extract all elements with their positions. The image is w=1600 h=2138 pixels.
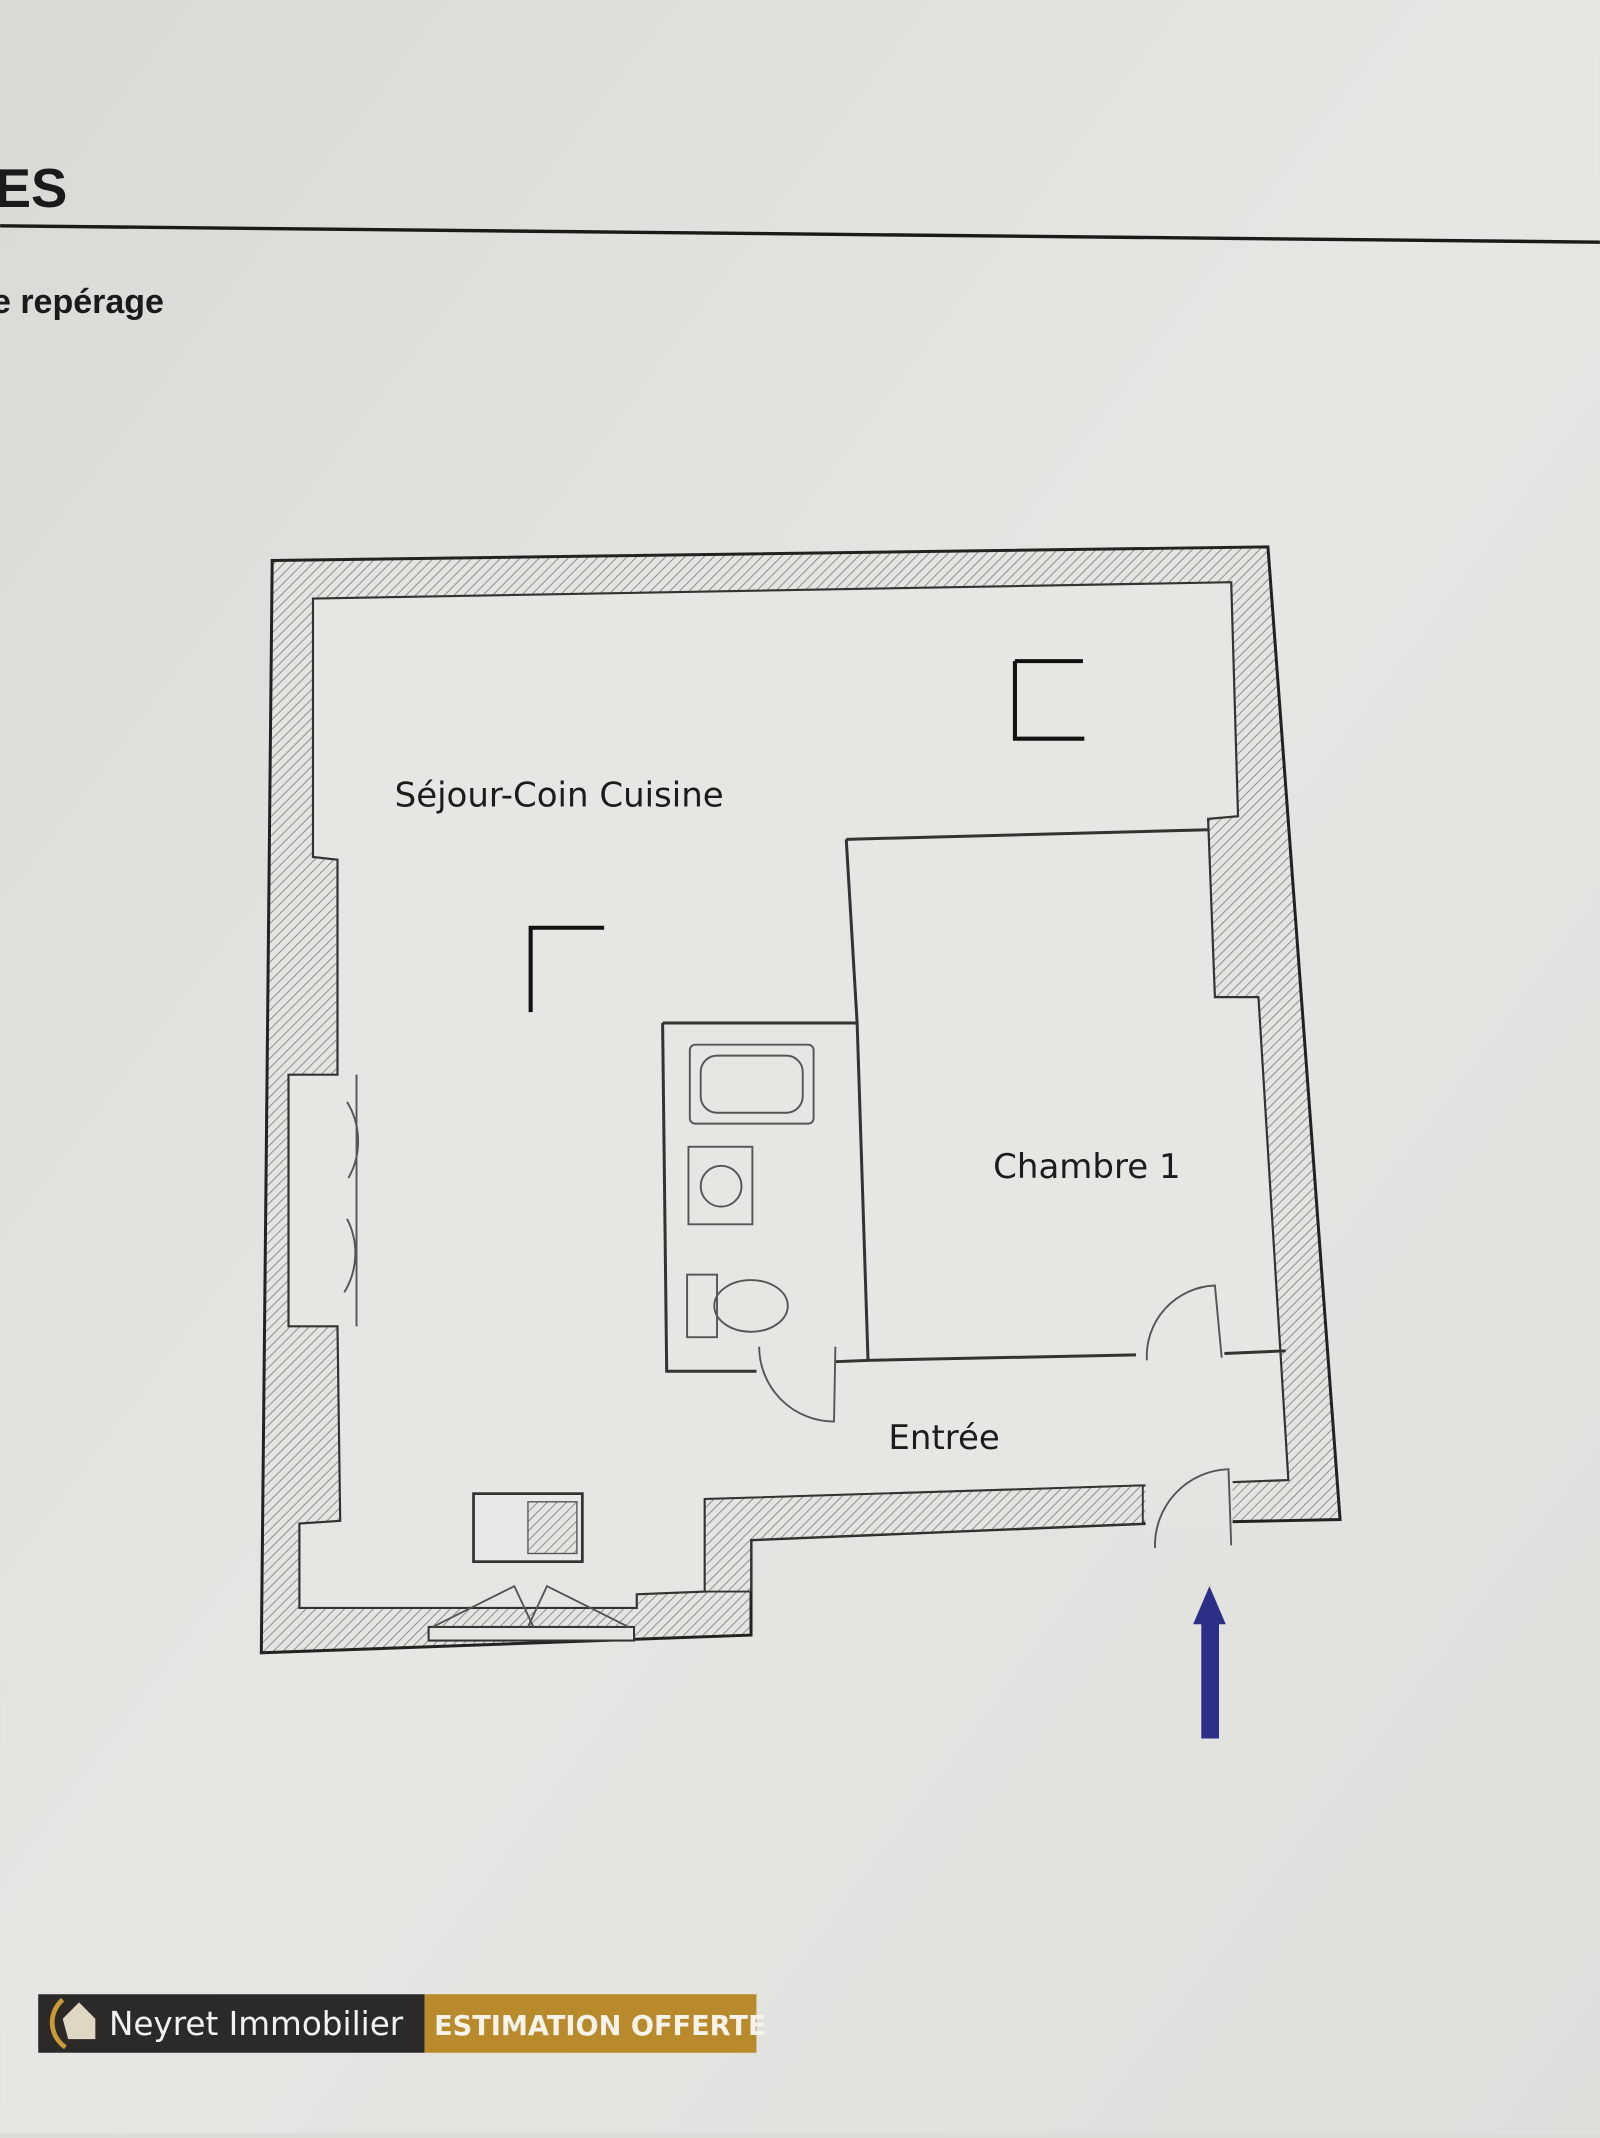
room-label-entree: Entrée [888,1418,999,1458]
room-label-sejour: Séjour-Coin Cuisine [395,776,724,816]
agency-banner[interactable]: Neyret Immobilier ESTIMATION OFFERTE [38,1994,767,2053]
entree-wall [703,1484,1144,1593]
section-heading: ES [0,158,67,219]
entrance-door [1154,1468,1233,1549]
chambre-door [1145,1284,1223,1361]
bathroom-door [758,1346,837,1423]
section-subheading: e repérage [0,283,164,321]
entrance-opening [1145,1477,1233,1532]
closet-doors [343,1074,360,1327]
chambre-walls [844,828,1286,1362]
agency-logo [49,1997,96,2050]
sink-icon [687,1145,754,1226]
corner-marker [1012,659,1085,741]
agency-name: Neyret Immobilier [109,2005,404,2043]
heading-rule [0,224,1600,244]
bathroom-walls [661,1021,869,1373]
bathtub-icon [688,1043,815,1125]
floor-plan: Séjour-Coin Cuisine Chambre 1 Entrée [259,545,1342,1739]
interior-floor [287,581,1290,1610]
window-icon [427,1584,636,1642]
entrance-arrow-icon [1193,1586,1226,1739]
radiator-icon [472,1492,584,1564]
room-label-chambre: Chambre 1 [993,1147,1180,1187]
corner-marker [528,925,605,1013]
toilet-icon [686,1273,789,1339]
estimation-cta[interactable]: ESTIMATION OFFERTE [434,2011,766,2042]
